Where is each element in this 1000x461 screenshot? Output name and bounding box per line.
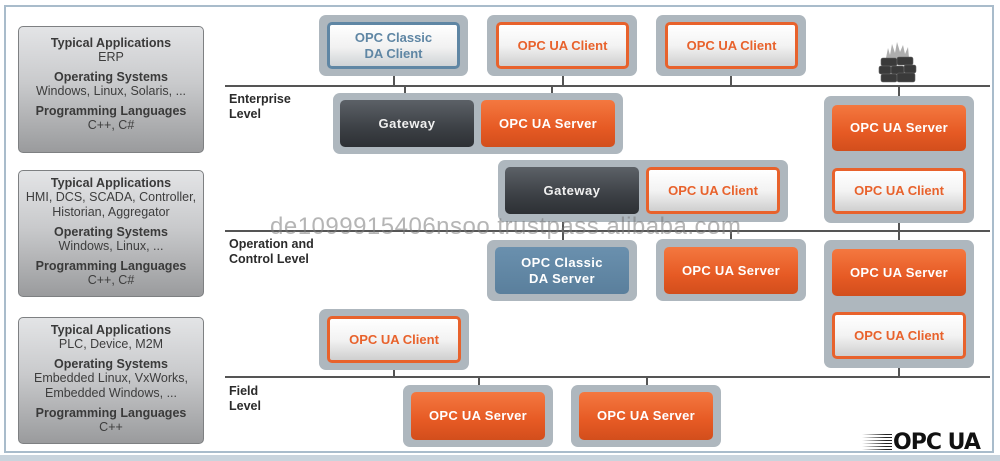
ua-client-group-1: OPC UA Client	[487, 15, 637, 76]
os-value-line1: Embedded Linux, VxWorks,	[33, 371, 188, 385]
node-label-line1: OPC Classic	[521, 254, 603, 270]
node-label-line2: DA Client	[364, 45, 423, 61]
connector	[730, 230, 732, 240]
connector	[551, 86, 553, 94]
lang-heading: Programming Languages	[35, 104, 187, 118]
node-label: OPC UA Client	[686, 37, 777, 53]
apps-heading: Typical Applications	[50, 36, 172, 50]
opc-classic-da-client[interactable]: OPC Classic DA Client	[327, 22, 460, 69]
node-label: OPC UA Client	[854, 327, 944, 343]
lang-heading: Programming Languages	[35, 406, 187, 420]
node-label-line2: DA Server	[529, 270, 595, 286]
opc-ua-server[interactable]: OPC UA Server	[832, 105, 966, 151]
node-label: OPC UA Server	[428, 408, 528, 423]
field-level-label: Field Level	[229, 384, 261, 414]
node-label: OPC UA Server	[596, 408, 696, 423]
opc-ua-client[interactable]: OPC UA Client	[832, 312, 966, 359]
opc-classic-da-server[interactable]: OPC Classic DA Server	[495, 247, 629, 294]
lang-value: C++	[99, 420, 123, 434]
level-label-line1: Operation and	[229, 237, 314, 251]
node-label: OPC UA Client	[854, 183, 944, 198]
classic-client-group: OPC Classic DA Client	[319, 15, 468, 76]
enterprise-level-label: Enterprise Level	[229, 92, 291, 122]
connector	[478, 376, 480, 385]
logo-streaks-icon	[862, 433, 892, 452]
info-panel-enterprise: Typical Applications ERP Operating Syste…	[18, 26, 204, 153]
node-label: OPC UA Client	[349, 331, 439, 347]
firewall-icon	[878, 42, 917, 83]
field-ua-server-group-2: OPC UA Server	[571, 385, 721, 447]
level-label-line2: Control Level	[229, 252, 309, 266]
opc-ua-client[interactable]: OPC UA Client	[496, 22, 629, 69]
connector	[730, 76, 732, 86]
gateway[interactable]: Gateway	[340, 100, 474, 147]
node-label: Gateway	[543, 182, 601, 198]
node-label: Gateway	[378, 115, 436, 131]
lang-value: C++, C#	[87, 118, 135, 132]
connector	[393, 368, 395, 376]
apps-value-line1: HMI, DCS, SCADA, Controller,	[25, 190, 197, 204]
os-value: Windows, Linux, Solaris, ...	[35, 84, 187, 98]
ua-server-group-operation: OPC UA Server	[656, 239, 806, 301]
lang-value: C++, C#	[87, 273, 135, 287]
opc-ua-server[interactable]: OPC UA Server	[664, 247, 798, 294]
node-label: OPC UA Server	[498, 115, 598, 131]
info-panel-operation: Typical Applications HMI, DCS, SCADA, Co…	[18, 170, 204, 297]
logo-text: OPC UA	[893, 430, 981, 455]
enterprise-gateway-group: Gateway OPC UA Server	[333, 93, 623, 154]
field-ua-server-group-1: OPC UA Server	[403, 385, 553, 447]
gateway[interactable]: Gateway	[505, 167, 639, 214]
classic-server-group: OPC Classic DA Server	[487, 240, 637, 301]
level-label-line2: Level	[229, 399, 261, 413]
opc-ua-client[interactable]: OPC UA Client	[646, 167, 780, 214]
node-label-line1: OPC Classic	[354, 29, 433, 45]
right-lower-group: OPC UA Server OPC UA Client	[824, 240, 974, 368]
node-label: OPC UA Server	[849, 264, 949, 280]
level-label-line1: Field	[229, 384, 259, 398]
opc-ua-server[interactable]: OPC UA Server	[411, 392, 545, 440]
operation-gateway-group: Gateway OPC UA Client	[498, 160, 788, 222]
connector	[393, 76, 395, 86]
os-heading: Operating Systems	[54, 70, 168, 84]
connector	[898, 368, 900, 376]
node-label: OPC UA Server	[681, 262, 781, 278]
apps-heading: Typical Applications	[50, 176, 172, 190]
field-level-line	[225, 376, 990, 378]
level-label-line1: Enterprise	[229, 92, 291, 106]
os-heading: Operating Systems	[54, 357, 168, 371]
info-panel-field: Typical Applications PLC, Device, M2M Op…	[18, 317, 204, 444]
connector	[898, 222, 900, 240]
connector	[562, 76, 564, 86]
right-upper-group: OPC UA Server OPC UA Client	[824, 96, 974, 223]
enterprise-level-line	[225, 85, 990, 87]
connector	[562, 222, 564, 240]
operation-level-label: Operation and Control Level	[229, 237, 314, 267]
opc-ua-server[interactable]: OPC UA Server	[832, 249, 966, 296]
node-label: OPC UA Client	[517, 37, 608, 53]
bottom-band	[0, 455, 1000, 461]
connector	[898, 86, 900, 96]
ua-client-group-2: OPC UA Client	[656, 15, 806, 76]
operation-level-line	[225, 230, 990, 232]
opc-ua-client[interactable]: OPC UA Client	[665, 22, 798, 69]
node-label: OPC UA Server	[849, 120, 949, 135]
os-value-line2: Embedded Windows, ...	[44, 386, 177, 400]
opc-ua-client[interactable]: OPC UA Client	[327, 316, 461, 363]
os-heading: Operating Systems	[54, 225, 168, 239]
opc-ua-client[interactable]: OPC UA Client	[832, 168, 966, 214]
apps-value: PLC, Device, M2M	[58, 337, 164, 351]
os-value: Windows, Linux, ...	[58, 239, 164, 253]
connector	[646, 376, 648, 385]
apps-value-line2: Historian, Aggregator	[52, 205, 170, 219]
opc-ua-server[interactable]: OPC UA Server	[579, 392, 713, 440]
apps-value: ERP	[98, 50, 124, 64]
node-label: OPC UA Client	[668, 182, 758, 198]
opc-ua-server[interactable]: OPC UA Server	[481, 100, 615, 147]
level-label-line2: Level	[229, 107, 261, 121]
field-ua-client-group: OPC UA Client	[319, 309, 469, 370]
opc-ua-logo: OPC UA	[862, 430, 981, 455]
lang-heading: Programming Languages	[35, 259, 187, 273]
apps-heading: Typical Applications	[50, 323, 172, 337]
connector	[404, 86, 406, 94]
